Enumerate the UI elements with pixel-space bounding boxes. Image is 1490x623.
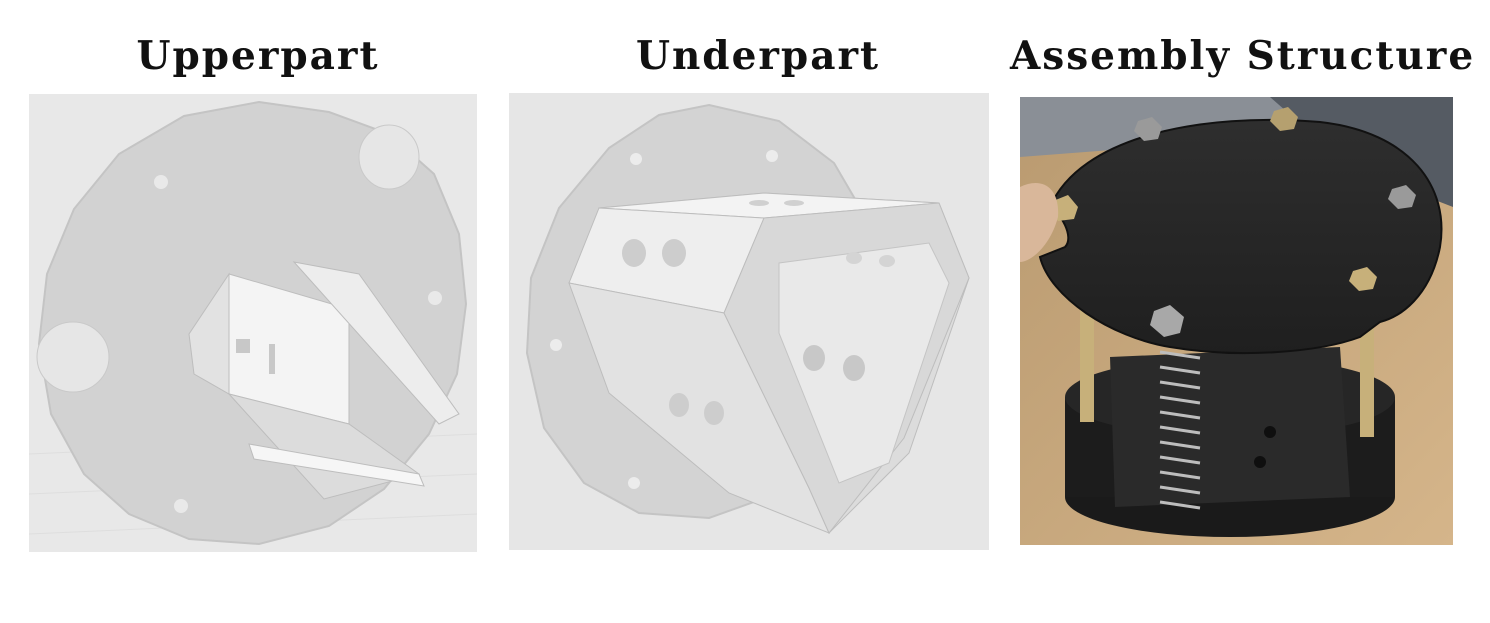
underpart-title: Underpart (635, 33, 881, 79)
upperpart-drawing (29, 94, 477, 552)
underpart-render (509, 93, 989, 550)
upperpart-title: Upperpart (136, 33, 380, 79)
assembly-drawing (1020, 97, 1453, 545)
upperpart-render (29, 94, 477, 552)
underpart-drawing (509, 93, 989, 550)
assembly-photo (1020, 97, 1453, 545)
assembly-structure-title: Assembly Structure (1010, 33, 1476, 79)
